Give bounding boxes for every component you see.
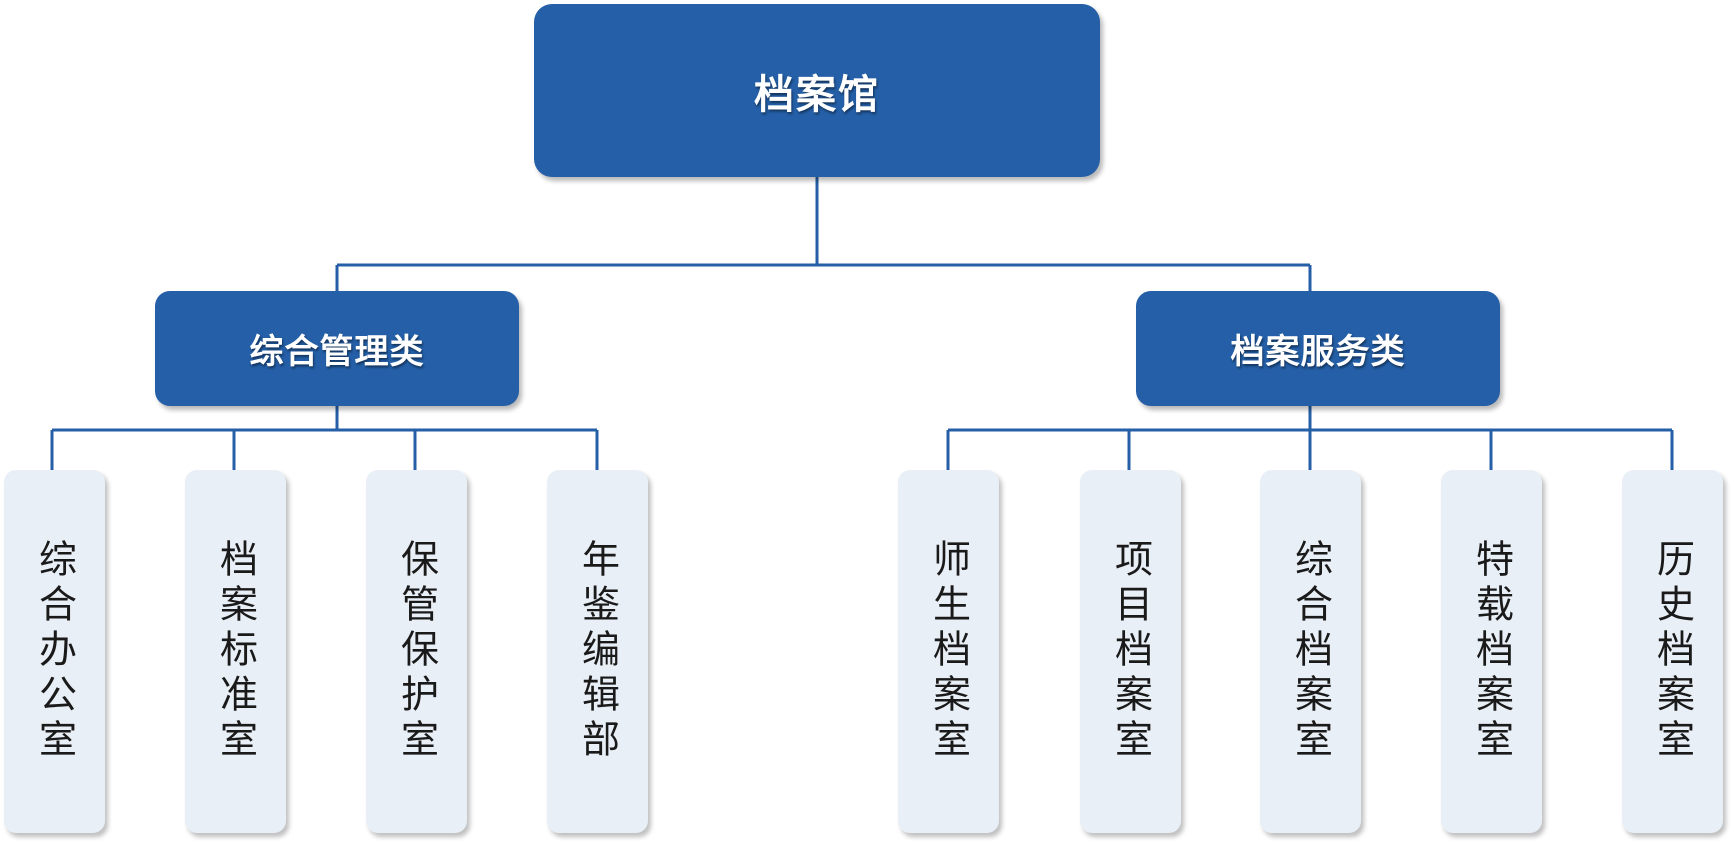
leaf-node: 年鉴编辑部: [547, 470, 648, 833]
leaf-node: 特载档案室: [1441, 470, 1542, 833]
leaf-node-label: 档案标准室: [213, 539, 258, 764]
leaf-node: 历史档案室: [1622, 470, 1723, 833]
leaf-node: 档案标准室: [185, 470, 286, 833]
category-node-management: 综合管理类: [155, 291, 519, 406]
leaf-node-label: 综合档案室: [1288, 539, 1333, 764]
leaf-node-label: 项目档案室: [1108, 539, 1153, 764]
category-node-service: 档案服务类: [1136, 291, 1500, 406]
category-node-label: 档案服务类: [1230, 332, 1406, 372]
root-node-label: 档案馆: [754, 71, 880, 118]
leaf-node-label: 师生档案室: [926, 539, 971, 764]
leaf-node: 保管保护室: [366, 470, 467, 833]
leaf-node-label: 综合办公室: [32, 539, 77, 764]
leaf-node-label: 年鉴编辑部: [575, 539, 620, 764]
leaf-node-label: 保管保护室: [394, 539, 439, 764]
leaf-node: 师生档案室: [898, 470, 999, 833]
category-node-label: 综合管理类: [249, 332, 425, 372]
leaf-node: 项目档案室: [1080, 470, 1181, 833]
leaf-node-label: 历史档案室: [1650, 539, 1695, 764]
leaf-node-label: 特载档案室: [1469, 539, 1514, 764]
root-node: 档案馆: [534, 4, 1100, 177]
leaf-node: 综合档案室: [1260, 470, 1361, 833]
leaf-node: 综合办公室: [4, 470, 105, 833]
